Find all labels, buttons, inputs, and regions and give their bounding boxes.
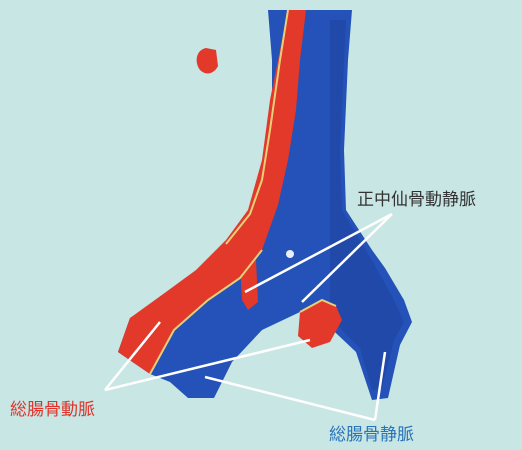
label-common-iliac-vein: 総腸骨静脈 xyxy=(329,425,414,445)
label-common-iliac-artery: 総腸骨動脈 xyxy=(10,400,95,420)
highlight-speck xyxy=(286,250,294,258)
artery-nub xyxy=(197,48,218,73)
pointer-vein-left xyxy=(205,377,375,420)
label-median-sacral-vessels: 正中仙骨動静脈 xyxy=(357,190,476,210)
